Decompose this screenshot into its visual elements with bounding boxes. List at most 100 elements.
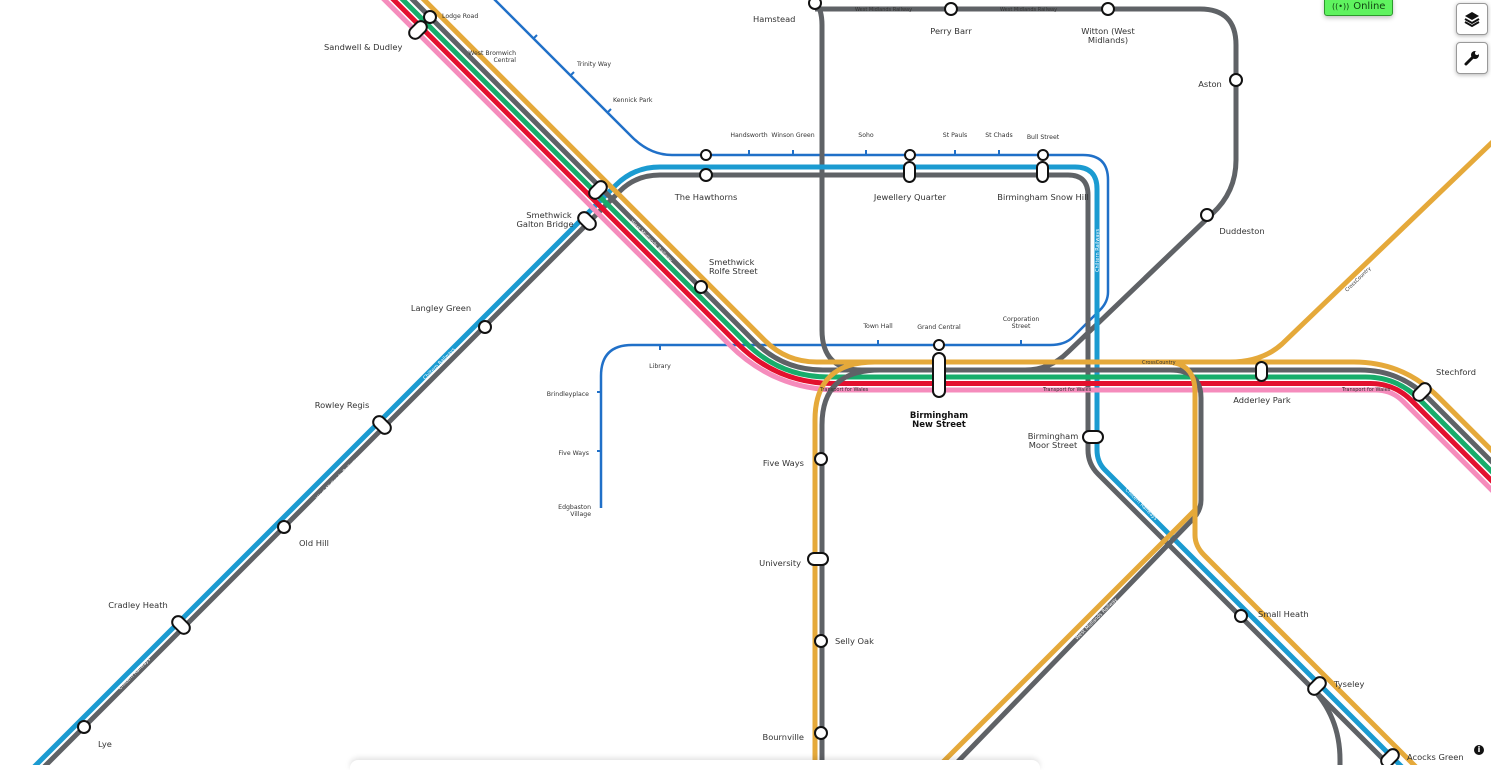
label-five-ways: Five Ways: [763, 458, 804, 468]
station-galton-bridge-high[interactable]: [587, 179, 610, 202]
station-galton-bridge-low[interactable]: [576, 210, 599, 233]
label-old-hill: Old Hill: [299, 538, 329, 548]
crosscountry-northeast-line[interactable]: [1229, 130, 1491, 365]
station-aston[interactable]: [1229, 73, 1243, 87]
stop-the-hawthorns-metro[interactable]: [700, 149, 712, 161]
online-label: Online: [1353, 1, 1386, 12]
stop-bull-street[interactable]: [1037, 149, 1049, 161]
label-galton-bridge: Galton Bridge: [516, 219, 573, 229]
station-lodge-road[interactable]: [423, 10, 437, 24]
label-corporation-street: Street: [1012, 323, 1031, 330]
label-witton: Witton (West: [1081, 26, 1135, 36]
label-grand-central: Grand Central: [917, 324, 961, 331]
label-west-bromwich: Central: [493, 57, 516, 64]
station-acocks-green[interactable]: [1379, 747, 1402, 765]
stop-grand-central[interactable]: [933, 339, 945, 351]
station-langley-green[interactable]: [478, 320, 492, 334]
crosscountry-south-line[interactable]: [812, 359, 876, 765]
label-brindleyplace: Brindleyplace: [547, 391, 589, 398]
label-snow-hill: Birmingham Snow Hill: [997, 192, 1088, 202]
wrench-icon: [1464, 51, 1479, 66]
station-stechford[interactable]: [1411, 381, 1434, 404]
line-label-wmr: West Midlands Railway: [855, 7, 912, 13]
wmr-main-line[interactable]: [0, 0, 1491, 530]
label-rolfe-street: Rolfe Street: [709, 266, 758, 276]
line-label-tfw: Transport for Wales: [1341, 387, 1391, 393]
info-icon[interactable]: i: [1474, 745, 1484, 755]
label-duddeston: Duddeston: [1219, 226, 1264, 236]
label-library: Library: [649, 363, 671, 370]
station-labels: Sandwell & Dudley Lodge Road West Bromwi…: [98, 13, 1476, 762]
wmr-hamstead-line[interactable]: [810, 0, 863, 373]
line-label-wmr: West Midlands Railway: [1074, 597, 1119, 642]
station-the-hawthorns[interactable]: [699, 168, 713, 182]
bottom-panel-handle[interactable]: [350, 760, 1040, 770]
line-label-chiltern: Chiltern Railways: [1095, 228, 1101, 272]
station-perry-barr[interactable]: [944, 2, 958, 16]
metro-line[interactable]: [490, 0, 1110, 508]
online-status-badge[interactable]: ((•)) Online: [1324, 0, 1394, 16]
broadcast-icon: ((•)): [1332, 2, 1350, 11]
settings-button[interactable]: [1456, 42, 1488, 74]
station-sandwell-dudley[interactable]: [407, 19, 430, 42]
label-perry-barr: Perry Barr: [930, 26, 972, 36]
crosscountry-southeast-line[interactable]: [1164, 359, 1430, 765]
station-rolfe-street[interactable]: [694, 280, 708, 294]
station-tyseley[interactable]: [1306, 675, 1329, 698]
line-label-chiltern: Chiltern Railways: [117, 656, 152, 691]
label-handsworth: Handsworth: [730, 132, 767, 139]
line-label-tfw: Transport for Wales: [819, 387, 869, 393]
line-label-tfw: Transport for Wales: [1042, 387, 1092, 393]
station-witton[interactable]: [1101, 2, 1115, 16]
label-moor-street: Birmingham: [1028, 431, 1079, 441]
station-duddeston[interactable]: [1200, 208, 1214, 222]
wmr-snow-hill-line[interactable]: [30, 172, 1343, 765]
label-university: University: [759, 558, 801, 568]
wmr-cross-city-south-line[interactable]: [819, 367, 881, 765]
layers-button[interactable]: [1456, 3, 1488, 35]
wmr-southeast-line[interactable]: [945, 367, 1204, 765]
label-galton-bridge: Smethwick: [526, 210, 572, 220]
station-small-heath[interactable]: [1234, 609, 1248, 623]
station-adderley-park[interactable]: [1255, 361, 1268, 382]
label-aston: Aston: [1198, 79, 1222, 89]
label-moor-street: Moor Street: [1029, 440, 1078, 450]
label-langley-green: Langley Green: [411, 303, 471, 313]
line-label-chiltern: Chiltern Railways: [422, 346, 457, 381]
station-cradley-heath[interactable]: [170, 614, 193, 637]
station-moor-street[interactable]: [1082, 430, 1104, 444]
transport-for-wales-line[interactable]: [0, 0, 1491, 558]
label-town-hall: Town Hall: [862, 323, 893, 330]
label-acocks-green: Acocks Green: [1407, 752, 1464, 762]
station-jewellery-quarter[interactable]: [903, 161, 916, 183]
label-hamstead: Hamstead: [753, 14, 795, 24]
label-rolfe-street: Smethwick: [709, 257, 755, 267]
station-bournville[interactable]: [814, 726, 828, 740]
station-old-hill[interactable]: [277, 520, 291, 534]
station-markers[interactable]: [77, 0, 1434, 765]
label-soho: Soho: [858, 132, 874, 139]
station-hamstead[interactable]: [808, 0, 822, 10]
line-label-xc: CrossCountry: [1142, 360, 1176, 366]
station-snow-hill[interactable]: [1036, 161, 1049, 183]
station-rowley-regis[interactable]: [371, 414, 394, 437]
label-jewellery-quarter: Jewellery Quarter: [873, 192, 947, 202]
stop-jewellery-quarter-metro[interactable]: [904, 149, 916, 161]
station-five-ways[interactable]: [814, 452, 828, 466]
label-hawthorns: The Hawthorns: [674, 192, 738, 202]
label-lodge-road: Lodge Road: [442, 13, 478, 20]
label-small-heath: Small Heath: [1258, 609, 1309, 619]
label-rowley-regis: Rowley Regis: [315, 400, 370, 410]
label-cradley-heath: Cradley Heath: [108, 600, 167, 610]
station-new-street[interactable]: [932, 352, 946, 398]
label-winson-green: Winson Green: [771, 132, 814, 139]
station-university[interactable]: [807, 552, 829, 566]
chiltern-line[interactable]: [20, 164, 1410, 765]
crosscountry-southwest-line[interactable]: [930, 508, 1197, 765]
station-selly-oak[interactable]: [814, 634, 828, 648]
label-bournville: Bournville: [763, 732, 804, 742]
station-lye[interactable]: [77, 720, 91, 734]
label-witton: Midlands): [1088, 35, 1128, 45]
layers-icon: [1464, 12, 1480, 28]
